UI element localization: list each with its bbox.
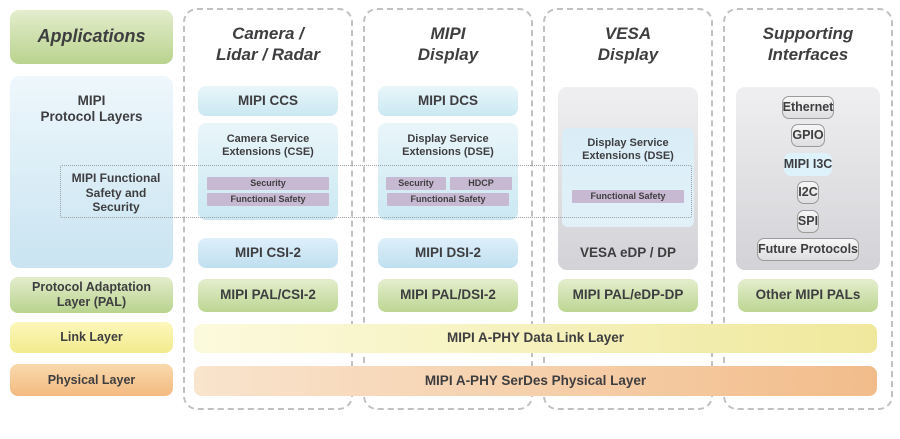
applications-box: Applications bbox=[10, 10, 173, 64]
aphy-data-link-layer-bar: MIPI A-PHY Data Link Layer bbox=[194, 324, 877, 353]
vesa-service-extensions-box: Display Service Extensions (DSE) Functio… bbox=[562, 128, 694, 227]
vesa-edp-dp-box: Display Service Extensions (DSE) Functio… bbox=[558, 87, 698, 270]
vesa-dse-title: Display Service Extensions (DSE) bbox=[582, 137, 674, 163]
supporting-interfaces-container: Ethernet GPIO MIPI I3C I2C SPI Future Pr… bbox=[736, 87, 880, 270]
display-functional-safety-bar: Functional Safety bbox=[387, 193, 509, 206]
display-hdcp-bar: HDCP bbox=[450, 177, 512, 190]
camera-functional-safety-bar: Functional Safety bbox=[207, 193, 329, 206]
vesa-edp-dp-label: VESA eDP / DP bbox=[579, 244, 677, 260]
camera-service-extensions-box: Camera Service Extensions (CSE) Security… bbox=[198, 123, 338, 220]
vesa-functional-safety-bar: Functional Safety bbox=[572, 190, 684, 203]
mipi-dsi2-box: MIPI DSI-2 bbox=[378, 238, 518, 268]
vesa-column-header: VESA Display bbox=[597, 24, 659, 65]
mipi-i3c-item: MIPI I3C bbox=[783, 152, 833, 176]
mipi-pal-dsi2-box: MIPI PAL/DSI-2 bbox=[378, 279, 518, 312]
mipi-pal-edp-dp-box: MIPI PAL/eDP-DP bbox=[558, 279, 698, 312]
display-service-extensions-box: Display Service Extensions (DSE) Securit… bbox=[378, 123, 518, 220]
other-mipi-pals-box: Other MIPI PALs bbox=[738, 279, 878, 312]
spi-item: SPI bbox=[796, 209, 820, 233]
mipi-dcs-box: MIPI DCS bbox=[378, 86, 518, 116]
display-security-bar: Security bbox=[386, 177, 446, 190]
mipi-csi2-box: MIPI CSI-2 bbox=[198, 238, 338, 268]
mipi-ccs-box: MIPI CCS bbox=[198, 86, 338, 116]
display-column-header: MIPI Display bbox=[417, 24, 479, 65]
cse-title: Camera Service Extensions (CSE) bbox=[222, 133, 314, 159]
aphy-serdes-physical-layer-bar: MIPI A-PHY SerDes Physical Layer bbox=[194, 366, 877, 396]
i2c-item: I2C bbox=[797, 181, 819, 205]
supporting-column-header: Supporting Interfaces bbox=[762, 24, 854, 65]
mipi-pal-csi2-box: MIPI PAL/CSI-2 bbox=[198, 279, 338, 312]
camera-security-bar: Security bbox=[207, 177, 329, 190]
dse-title: Display Service Extensions (DSE) bbox=[402, 133, 494, 159]
physical-layer-box: Physical Layer bbox=[10, 364, 173, 396]
protocol-adaptation-layer-box: Protocol Adaptation Layer (PAL) bbox=[10, 277, 173, 313]
future-protocols-item: Future Protocols bbox=[756, 238, 859, 262]
functional-safety-label: MIPI Functional Safety and Security bbox=[71, 171, 161, 215]
gpio-item: GPIO bbox=[791, 124, 825, 148]
link-layer-box: Link Layer bbox=[10, 322, 173, 353]
camera-column-header: Camera / Lidar / Radar bbox=[216, 24, 320, 65]
protocol-layers-box: MIPI Protocol Layers bbox=[10, 76, 173, 268]
ethernet-item: Ethernet bbox=[781, 95, 835, 119]
